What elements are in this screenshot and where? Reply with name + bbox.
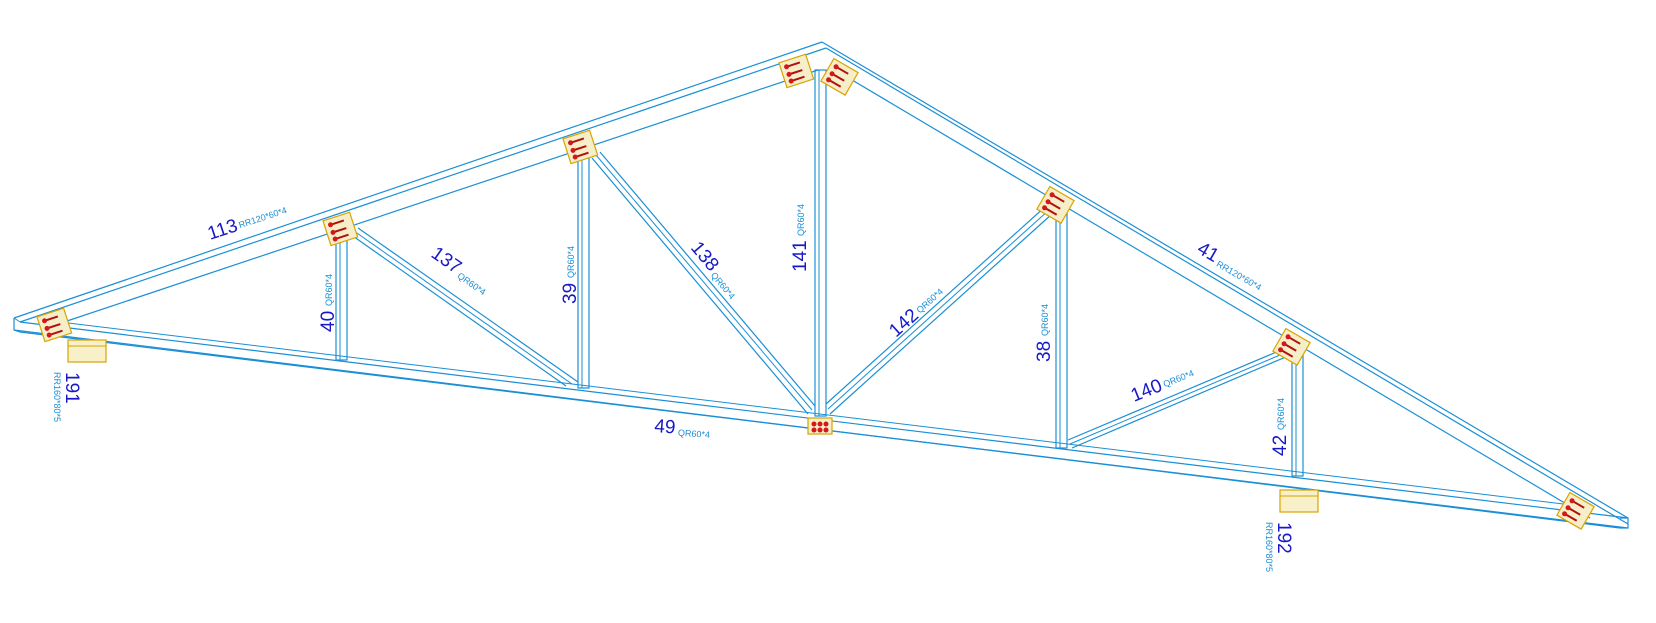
member-number: 42 (1270, 435, 1291, 456)
member-profile: QR60*4 (1162, 368, 1195, 389)
label-41: 41 RR120*60*4 (1194, 238, 1264, 293)
label-49: 49 QR60*4 (654, 416, 711, 440)
member-profile: RR120*60*4 (1215, 259, 1263, 293)
member-number: 40 (318, 311, 339, 332)
vertical-38 (1055, 211, 1068, 449)
connection-plate-node-38 (1036, 185, 1075, 224)
member-number: 38 (1034, 341, 1055, 362)
member-profile: QR60*4 (1276, 398, 1286, 430)
member-number: 141 (790, 240, 811, 272)
member-number: 113 (205, 215, 240, 244)
support-191 (67, 339, 107, 363)
vertical-141 (814, 69, 827, 417)
label-138: 138 QR60*4 (686, 238, 737, 301)
connection-plate-left-support (36, 307, 73, 343)
diagonal-140 (1067, 347, 1289, 449)
label-142: 142 QR60*4 (885, 286, 945, 341)
diagonal-137 (349, 227, 579, 387)
connection-plate-bottom-center (807, 417, 833, 435)
member-profile: QR60*4 (678, 428, 711, 440)
member-profile: QR60*4 (324, 274, 334, 306)
top-chord-right (821, 41, 1629, 529)
connection-plate-right-support (1556, 491, 1595, 530)
label-42: 42 QR60*4 (1270, 398, 1291, 456)
connection-plate-apex-left (778, 53, 815, 89)
label-38: 38 QR60*4 (1034, 304, 1055, 362)
vertical-39 (577, 155, 590, 389)
support-192 (1279, 489, 1319, 513)
member-profile: RR160*80*5 (52, 372, 62, 422)
member-number: 39 (560, 283, 581, 304)
diagonal-142 (825, 205, 1053, 415)
member-number: 49 (654, 416, 677, 438)
member-profile: QR60*4 (796, 204, 806, 236)
connection-plate-node-39 (562, 129, 599, 165)
diagonal-138 (591, 151, 816, 415)
top-chord-left (13, 41, 827, 333)
label-192: 192 RR160*80*5 (1264, 522, 1294, 572)
label-39: 39 QR60*4 (560, 246, 581, 304)
member-number: 192 (1273, 522, 1294, 554)
member-profile: QR60*4 (1040, 304, 1050, 336)
member-profile: QR60*4 (566, 246, 576, 278)
label-141: 141 QR60*4 (790, 204, 811, 272)
label-40: 40 QR60*4 (318, 274, 339, 332)
member-profile: QR60*4 (456, 271, 488, 298)
connection-plate-apex-right (820, 57, 859, 96)
connection-plate-node-40 (322, 211, 359, 247)
vertical-42 (1291, 353, 1304, 477)
member-number: 191 (61, 372, 82, 404)
vertical-40 (335, 231, 348, 361)
member-profile: RR160*80*5 (1264, 522, 1274, 572)
connection-plate-node-42 (1272, 327, 1311, 366)
label-191: 191 RR160*80*5 (52, 372, 82, 422)
